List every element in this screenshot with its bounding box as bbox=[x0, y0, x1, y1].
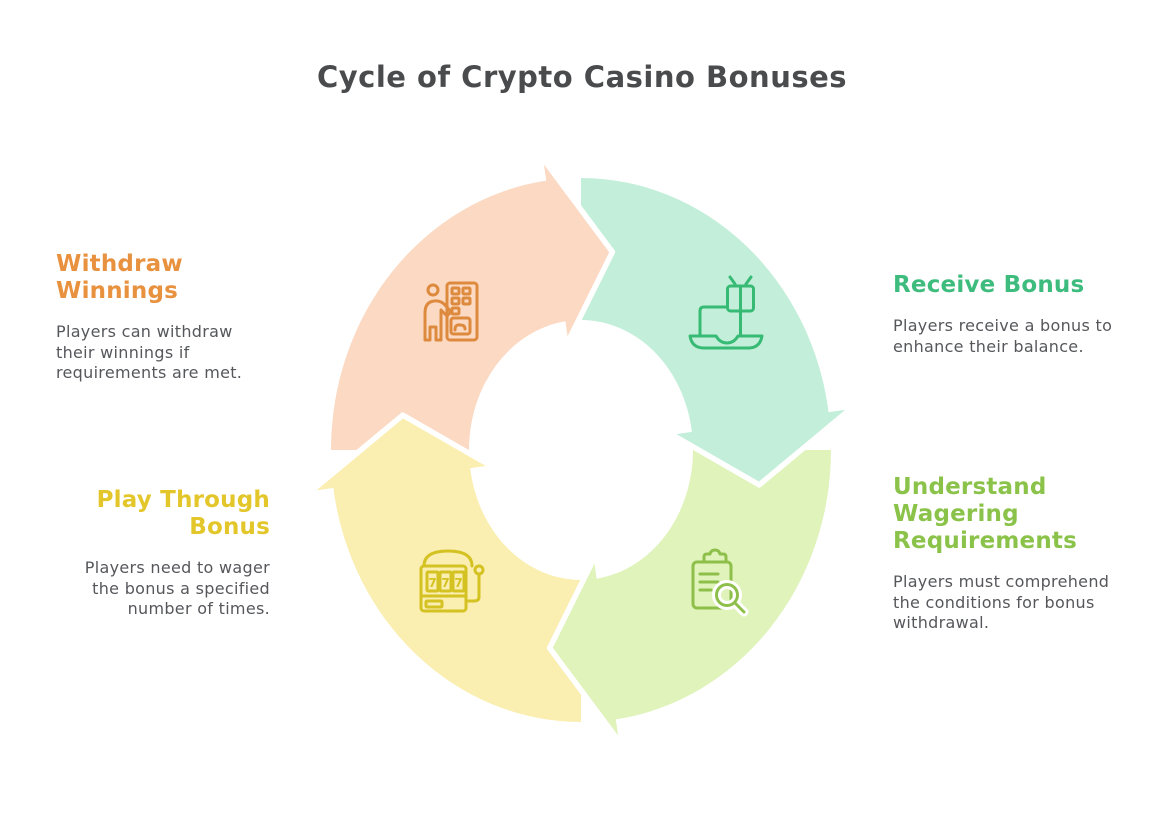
arrow-gap-receive bbox=[669, 406, 854, 488]
segment-withdraw-winnings bbox=[331, 158, 613, 450]
step-play-through-bonus: Play Through Bonus Players need to wager… bbox=[60, 487, 270, 620]
reel-seven-2: 7 bbox=[441, 576, 449, 590]
step-description: Players receive a bonus to enhance their… bbox=[893, 316, 1113, 356]
step-heading: Withdraw Winnings bbox=[56, 251, 183, 304]
segment-understand-wagering bbox=[549, 450, 831, 742]
segment-play-through-arrow-patch bbox=[311, 415, 490, 543]
atm-withdraw-icon bbox=[423, 281, 479, 342]
page-title: Cycle of Crypto Casino Bonuses bbox=[316, 60, 848, 94]
arrow-gap-understand bbox=[546, 556, 622, 744]
step-withdraw-winnings: Withdraw Winnings Players can withdraw t… bbox=[56, 251, 261, 384]
step-receive-bonus: Receive Bonus Players receive a bonus to… bbox=[893, 272, 1125, 357]
clipboard-search-icon bbox=[691, 548, 749, 617]
arrow-gap-playthrough bbox=[308, 412, 493, 494]
slot-machine-icon: 7 7 7 bbox=[419, 549, 485, 613]
step-understand-wagering-requirements: Understand Wagering Requirements Players… bbox=[893, 474, 1125, 634]
step-heading: Play Through Bonus bbox=[96, 487, 270, 540]
step-description: Players must comprehend the conditions f… bbox=[893, 572, 1110, 632]
arrow-gap-withdraw bbox=[540, 156, 616, 344]
laptop-gift-icon bbox=[688, 275, 764, 350]
step-heading: Receive Bonus bbox=[893, 272, 1085, 298]
reel-seven-1: 7 bbox=[428, 576, 436, 590]
step-description: Players can withdraw their winnings if r… bbox=[56, 322, 243, 382]
step-description: Players need to wager the bonus a specif… bbox=[84, 558, 270, 618]
segment-receive-bonus bbox=[581, 177, 851, 485]
reel-seven-3: 7 bbox=[454, 576, 462, 590]
step-heading: Understand Wagering Requirements bbox=[893, 474, 1077, 554]
